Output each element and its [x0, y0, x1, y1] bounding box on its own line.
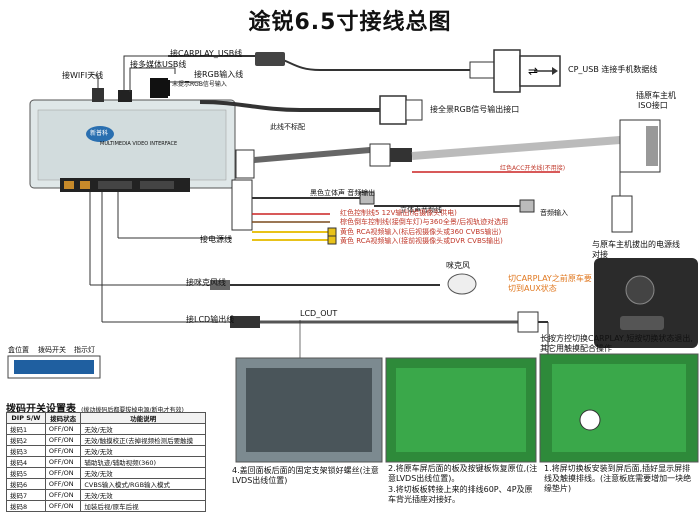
- dip-cell: 拨码4: [6, 456, 46, 468]
- dip-table-heading-wrap: 拨码开关设置表 (拨动拨码后都要拔掉电源/断电才有效): [6, 397, 184, 416]
- step4-caption: 4.盖回面板后面的固定支架锁好螺丝(注意LVDS出线位置): [232, 466, 379, 485]
- svg-text:⇌: ⇌: [528, 64, 538, 78]
- dip-table-heading: 拨码开关设置表: [6, 404, 76, 415]
- dip-cell: OFF/ON: [44, 489, 82, 501]
- brown-ctrl-label: 棕色倒车控制线(接倒车灯)与360全景/后视轨迹对选用: [340, 218, 509, 226]
- dip-cell: 拨码2: [6, 434, 46, 446]
- dip-indicator-label: 指示灯: [74, 346, 95, 354]
- dip-cell: 拨码1: [6, 423, 46, 435]
- red-ctrl-label: 红色控制线5 12V输出(给摄像头供电): [340, 209, 457, 217]
- dip-position-label: 盒位置: [8, 346, 29, 354]
- rgb-input-label: 接RGB输入线: [194, 70, 244, 79]
- dip-cell: 辅助轨迹/辅助视频(360): [80, 456, 206, 468]
- step2-caption: 2.将原车屏后面的板及按键板恢复原位,(注意LVDS出线位置)。: [388, 464, 538, 483]
- dip-cell: OFF/ON: [44, 500, 82, 512]
- usb-out-label: CP_USB 连接手机数据线: [568, 65, 658, 74]
- long-press-note: 长按方控切换CARPLAY,短按切换状态退出,其它用触摸配合操作: [540, 334, 693, 353]
- dip-col-header: DIP S/W: [6, 412, 46, 424]
- dip-col-header: 功能说明: [80, 412, 206, 424]
- dip-cell: 无效/无效: [80, 489, 206, 501]
- rgb-out-label: 接全景RGB信号输出接口: [430, 105, 520, 114]
- power-line-label: 接电源线: [200, 235, 232, 244]
- step1-caption: 1.将屏切换板安装到屏后面,插好显示屏排线及触摸排线。(注意板底需要增加一块绝缘…: [544, 464, 692, 493]
- iso-label: ISO接口: [638, 101, 668, 110]
- rgb-input-note: 未提示RGB信号输入: [172, 81, 227, 88]
- yellow2-label: 黄色 RCA视频输入(接前视摄像头或DVR CVBS输出): [340, 237, 503, 245]
- dip-cell: OFF/ON: [44, 434, 82, 446]
- step3-caption: 3.将切板板转接上来的排线60P、4P及原车背光插座对接好。: [388, 485, 533, 504]
- dip-cell: CVBS输入模式/RGB输入模式: [80, 478, 206, 490]
- audio-amp-label: 立体声音频线: [400, 206, 442, 214]
- dip-cell: 拨码6: [6, 478, 46, 490]
- mic-line-label: 接咪克风线: [186, 278, 226, 287]
- dip-cell: 拨码3: [6, 445, 46, 457]
- red-acc-label: 红色ACC开关线(不用接): [500, 165, 566, 172]
- dip-cell: 拨码5: [6, 467, 46, 479]
- dip-cell: 无效/触摸校正(去掉视频检测后要触摸: [80, 434, 206, 446]
- mic-label: 咪克风: [446, 261, 470, 270]
- dip-cell: 无效/无效: [80, 467, 206, 479]
- host-label: 插原车主机: [636, 91, 676, 100]
- carplay-switch-note: 切CARPLAY之前原车要切到AUX状态: [508, 274, 592, 293]
- lcd-line-label: 接LCD输出线: [186, 315, 235, 324]
- dip-cell: OFF/ON: [44, 423, 82, 435]
- board-name: MULTIMEDIA VIDEO INTERFACE: [100, 141, 178, 147]
- dip-switch-label: 拨码开关: [38, 346, 66, 354]
- audio-in-label: 音频输入: [540, 209, 568, 217]
- yellow1-label: 黄色 RCA视频输入(标后视摄像头或360 CVBS输出): [340, 228, 502, 236]
- wifi-label: 接WIFI天线: [62, 71, 104, 80]
- host-power-label: 与原车主机拔出的电源线对接: [592, 240, 680, 259]
- dip-cell: 拨码8: [6, 500, 46, 512]
- dip-cell: 加装后视/原车后视: [80, 500, 206, 512]
- carplay-usb-label: 接CARPLAY_USB线: [170, 49, 243, 58]
- media-usb-label: 接多媒体USB线: [130, 60, 187, 69]
- dip-col-header: 拨码状态: [44, 412, 82, 424]
- page-title: 途锐6.5寸接线总图: [248, 10, 452, 35]
- no-label-note: 此线不标配: [270, 123, 305, 131]
- lcd-out-label: LCD_OUT: [300, 309, 338, 318]
- dip-cell: OFF/ON: [44, 467, 82, 479]
- dip-cell: 拨码7: [6, 489, 46, 501]
- dip-cell: 无效/无效: [80, 423, 206, 435]
- dip-table-note: (拨动拨码后都要拔掉电源/断电才有效): [81, 407, 184, 414]
- dip-cell: OFF/ON: [44, 445, 82, 457]
- dip-cell: 无效/无效: [80, 445, 206, 457]
- board-brand: 新普科: [90, 130, 109, 137]
- audio-out-label: 黑色立体声 音频输出: [310, 189, 376, 197]
- dip-cell: OFF/ON: [44, 478, 82, 490]
- dip-cell: OFF/ON: [44, 456, 82, 468]
